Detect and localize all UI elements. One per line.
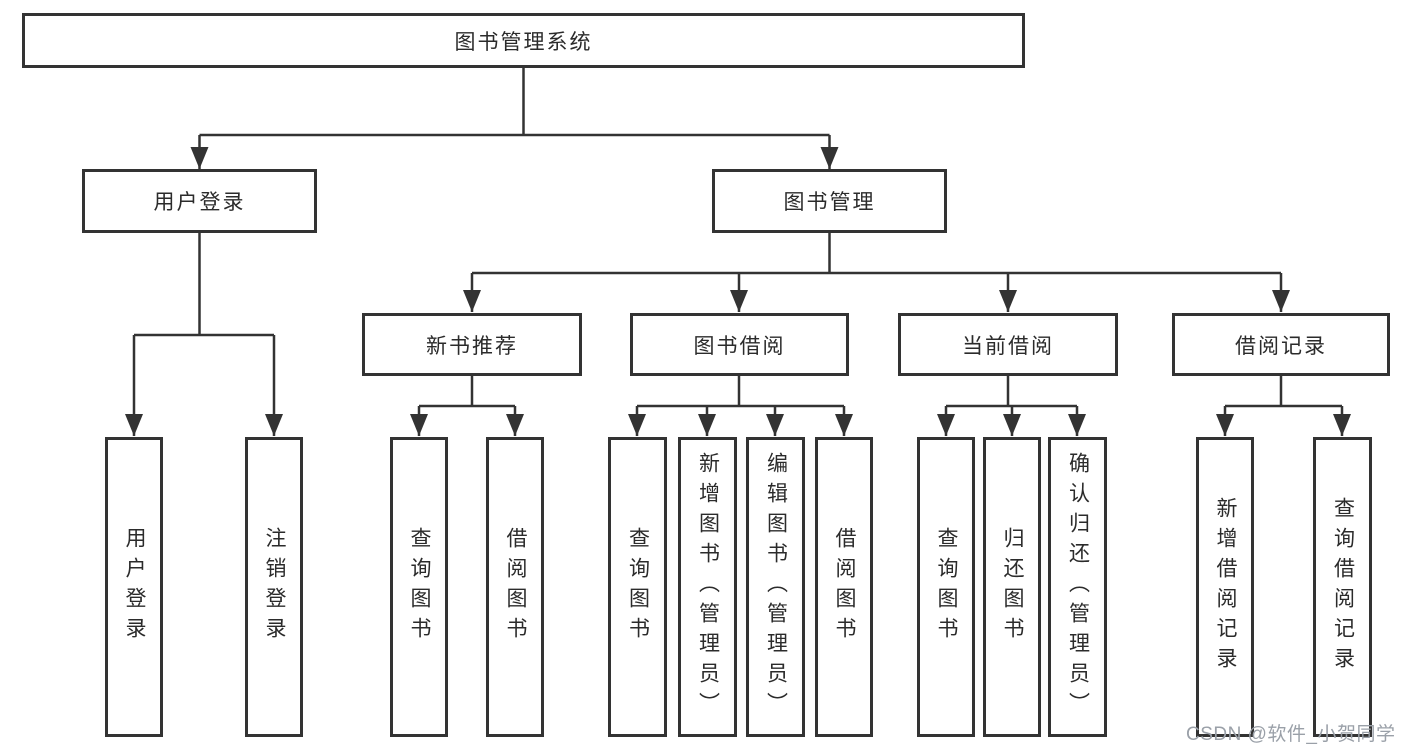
leaf-query-borrow-record: 查询借阅记录: [1313, 437, 1372, 737]
node-borrow-records: 借阅记录: [1172, 313, 1390, 376]
node-current-borrow: 当前借阅: [898, 313, 1118, 376]
leaf-user-login: 用户登录: [105, 437, 163, 737]
connector-book-management-branch: [463, 233, 1290, 312]
node-new-book-recommend: 新书推荐: [362, 313, 582, 376]
connector-borrow-records-branch: [1216, 376, 1351, 436]
leaf-confirm-return-admin: 确认归还（管理员）: [1048, 437, 1107, 737]
leaf-edit-book-admin: 编辑图书（管理员）: [746, 437, 805, 737]
node-user-login: 用户登录: [82, 169, 317, 233]
leaf-add-borrow-record: 新增借阅记录: [1196, 437, 1254, 737]
leaf-query-books-borrow: 查询图书: [608, 437, 667, 737]
leaf-return-book: 归还图书: [983, 437, 1041, 737]
node-book-borrow: 图书借阅: [630, 313, 849, 376]
leaf-query-books-current: 查询图书: [917, 437, 975, 737]
leaf-borrow-books: 借阅图书: [815, 437, 873, 737]
node-book-management: 图书管理: [712, 169, 947, 233]
connector-new-book-recommend-branch: [410, 376, 524, 436]
connector-user-login-branch: [125, 233, 283, 436]
leaf-logout: 注销登录: [245, 437, 303, 737]
leaf-query-books-recommend: 查询图书: [390, 437, 448, 737]
leaf-borrow-books-recommend: 借阅图书: [486, 437, 544, 737]
connector-book-borrow-branch: [628, 376, 853, 436]
connector-current-borrow-branch: [937, 376, 1086, 436]
csdn-watermark: CSDN @软件_小贺同学: [1186, 724, 1396, 745]
connector-root-to-level2: [190, 68, 839, 169]
node-library-management-system: 图书管理系统: [22, 13, 1025, 68]
leaf-add-book-admin: 新增图书（管理员）: [678, 437, 737, 737]
